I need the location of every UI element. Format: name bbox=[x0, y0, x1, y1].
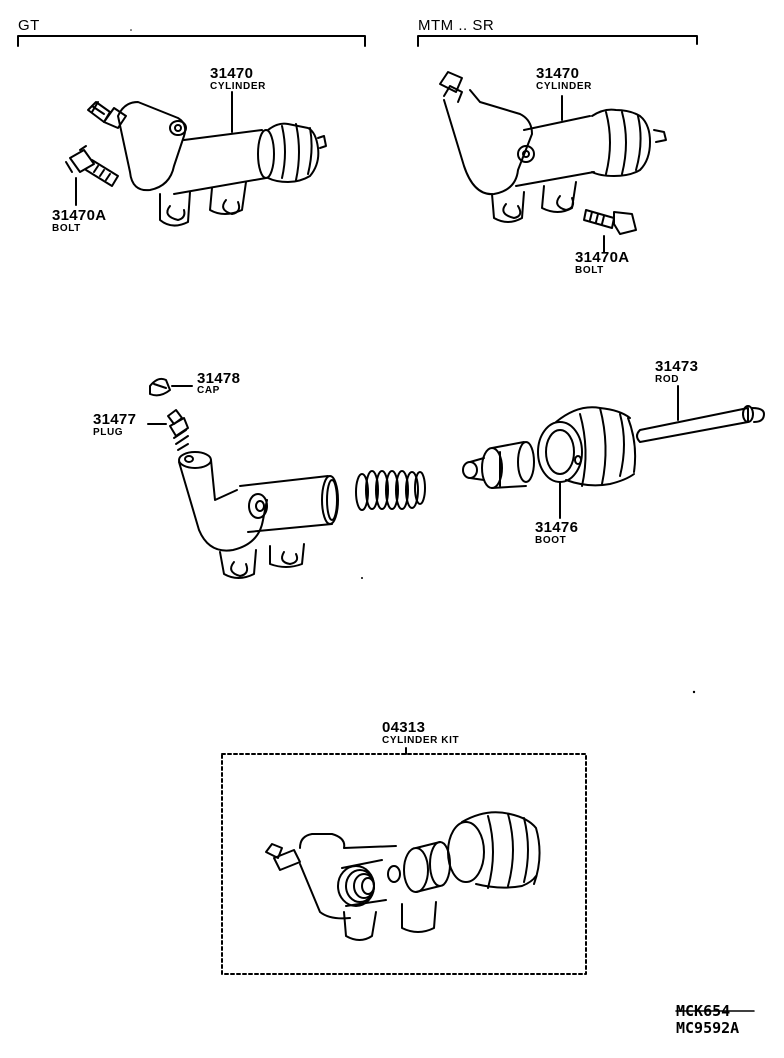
spring-illustration bbox=[356, 471, 425, 510]
kit-illustration bbox=[266, 812, 540, 940]
plug-name: PLUG bbox=[93, 427, 124, 438]
kit-name: CYLINDER KIT bbox=[382, 735, 460, 746]
mtm-bolt-number: 31470A bbox=[575, 249, 630, 266]
mtm-cylinder-illustration bbox=[440, 72, 666, 222]
mtm-bolt-name: BOLT bbox=[575, 265, 604, 276]
speck bbox=[692, 690, 696, 694]
boot-illustration bbox=[538, 407, 635, 486]
mtm-cylinder-name: CYLINDER bbox=[536, 81, 592, 92]
plug-number: 31477 bbox=[93, 411, 137, 428]
mtm-bolt-illustration bbox=[584, 210, 636, 234]
gt-cylinder-illustration bbox=[88, 102, 326, 226]
gt-cylinder-name: CYLINDER bbox=[210, 81, 266, 92]
header-gt: GT bbox=[18, 17, 40, 34]
rod-number: 31473 bbox=[655, 358, 699, 375]
piston-illustration bbox=[463, 442, 534, 488]
cylinder-body-illustration bbox=[179, 452, 338, 578]
drawing-code-old: MCK654 bbox=[676, 1002, 731, 1020]
kit-number: 04313 bbox=[382, 719, 426, 736]
cap-name: CAP bbox=[197, 385, 220, 396]
plug-illustration bbox=[168, 410, 188, 450]
cap-illustration bbox=[150, 379, 170, 395]
mtm-header-bracket bbox=[418, 36, 697, 46]
gt-cylinder-number: 31470 bbox=[210, 65, 254, 82]
mtm-cylinder-number: 31470 bbox=[536, 65, 580, 82]
speck bbox=[130, 29, 132, 31]
drawing-code: MC9592A bbox=[676, 1019, 740, 1037]
boot-name: BOOT bbox=[535, 535, 567, 546]
rod-illustration bbox=[637, 406, 764, 442]
gt-header-bracket bbox=[18, 36, 365, 46]
cap-number: 31478 bbox=[197, 370, 241, 387]
gt-bolt-name: BOLT bbox=[52, 223, 81, 234]
boot-number: 31476 bbox=[535, 519, 579, 536]
gt-bolt-illustration bbox=[66, 146, 118, 186]
rod-name: ROD bbox=[655, 374, 680, 385]
header-mtm-sr: MTM .. SR bbox=[418, 17, 495, 34]
kit-dashed-box bbox=[222, 754, 586, 974]
gt-bolt-number: 31470A bbox=[52, 207, 107, 224]
speck bbox=[361, 577, 363, 579]
